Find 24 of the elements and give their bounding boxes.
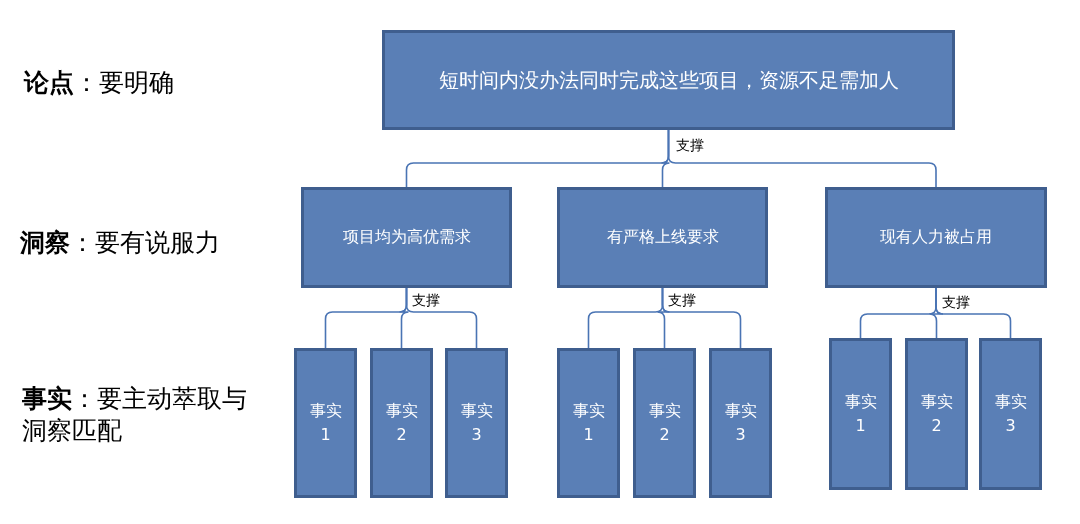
bracket-connector	[661, 287, 742, 349]
level-caption: 事实：要主动萃取与洞察匹配	[22, 383, 247, 447]
level-caption: 论点：要明确	[24, 67, 174, 99]
edge-label: 支撑	[674, 136, 706, 154]
fact-box: 事实2	[370, 348, 433, 498]
edge-label: 支撑	[410, 291, 442, 309]
level-caption: 洞察：要有说服力	[20, 227, 220, 259]
bracket-connector	[935, 287, 1012, 339]
bracket-connector	[667, 129, 937, 188]
fact-box: 事实1	[829, 338, 892, 490]
fact-box: 事实2	[633, 348, 696, 498]
claim-box: 短时间内没办法同时完成这些项目，资源不足需加人	[382, 30, 955, 130]
fact-box: 事实1	[557, 348, 620, 498]
insight-box: 有严格上线要求	[557, 187, 768, 288]
fact-box: 事实3	[979, 338, 1042, 490]
bracket-connector	[405, 287, 478, 349]
fact-box: 事实3	[445, 348, 508, 498]
insight-box: 现有人力被占用	[825, 187, 1047, 288]
fact-box: 事实1	[294, 348, 357, 498]
fact-box: 事实3	[709, 348, 772, 498]
edge-label: 支撑	[666, 291, 698, 309]
insight-box: 项目均为高优需求	[301, 187, 512, 288]
edge-label: 支撑	[940, 293, 972, 311]
fact-box: 事实2	[905, 338, 968, 490]
